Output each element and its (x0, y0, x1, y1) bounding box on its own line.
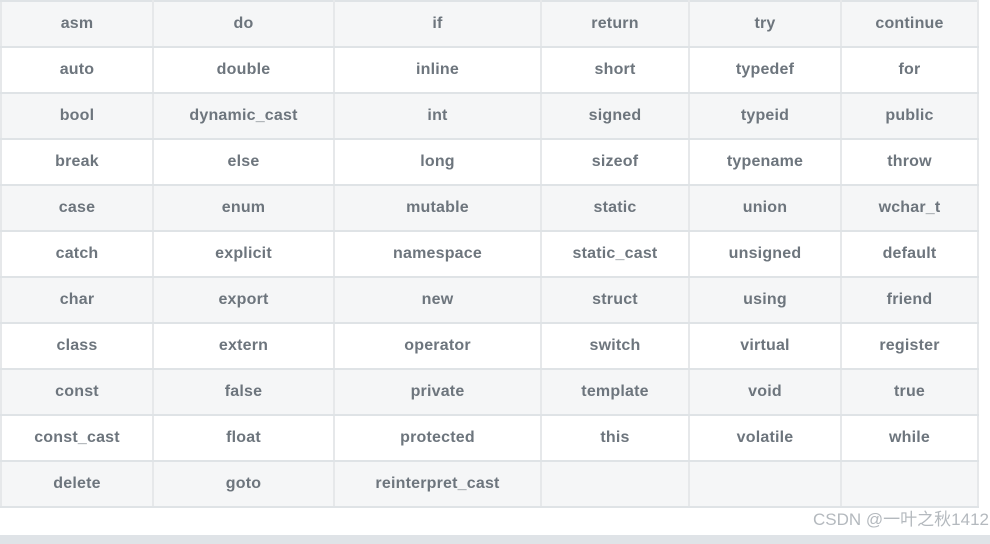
keyword-cell: goto (152, 460, 335, 508)
keyword-cell: sizeof (540, 138, 690, 186)
keyword-cell: case (0, 184, 154, 232)
watermark: CSDN @一叶之秋1412 (813, 510, 989, 529)
keyword-cell: typedef (688, 46, 842, 94)
keyword-cell: delete (0, 460, 154, 508)
keyword-cell: void (688, 368, 842, 416)
keyword-cell: typeid (688, 92, 842, 140)
keyword-cell: static_cast (540, 230, 690, 278)
keyword-cell: private (333, 368, 542, 416)
keyword-cell: while (840, 414, 979, 462)
keyword-cell: register (840, 322, 979, 370)
keyword-cell: short (540, 46, 690, 94)
keyword-cell: export (152, 276, 335, 324)
keyword-cell: extern (152, 322, 335, 370)
keyword-cell: long (333, 138, 542, 186)
empty-cell (688, 460, 842, 508)
keyword-cell: return (540, 0, 690, 48)
keyword-cell: reinterpret_cast (333, 460, 542, 508)
keyword-cell: const (0, 368, 154, 416)
keyword-cell: else (152, 138, 335, 186)
keyword-cell: float (152, 414, 335, 462)
keyword-cell: namespace (333, 230, 542, 278)
keyword-cell: static (540, 184, 690, 232)
keyword-cell: signed (540, 92, 690, 140)
keyword-cell: default (840, 230, 979, 278)
keyword-cell: operator (333, 322, 542, 370)
empty-cell (840, 460, 979, 508)
keyword-cell: try (688, 0, 842, 48)
keyword-cell: switch (540, 322, 690, 370)
keyword-cell: int (333, 92, 542, 140)
horizontal-scrollbar-track[interactable] (0, 535, 990, 544)
keyword-cell: public (840, 92, 979, 140)
keyword-cell: class (0, 322, 154, 370)
keyword-cell: do (152, 0, 335, 48)
keyword-cell: enum (152, 184, 335, 232)
keyword-cell: struct (540, 276, 690, 324)
keyword-cell: friend (840, 276, 979, 324)
keyword-cell: auto (0, 46, 154, 94)
keyword-cell: using (688, 276, 842, 324)
keyword-cell: true (840, 368, 979, 416)
keyword-cell: const_cast (0, 414, 154, 462)
keyword-cell: false (152, 368, 335, 416)
keyword-cell: for (840, 46, 979, 94)
keyword-cell: typename (688, 138, 842, 186)
empty-cell (540, 460, 690, 508)
keyword-cell: char (0, 276, 154, 324)
keyword-cell: inline (333, 46, 542, 94)
keyword-cell: break (0, 138, 154, 186)
keyword-cell: dynamic_cast (152, 92, 335, 140)
keyword-cell: throw (840, 138, 979, 186)
keyword-cell: template (540, 368, 690, 416)
keyword-cell: wchar_t (840, 184, 979, 232)
keyword-cell: bool (0, 92, 154, 140)
keyword-cell: explicit (152, 230, 335, 278)
keyword-cell: union (688, 184, 842, 232)
keyword-cell: asm (0, 0, 154, 48)
keyword-cell: mutable (333, 184, 542, 232)
keyword-cell: virtual (688, 322, 842, 370)
keyword-cell: protected (333, 414, 542, 462)
keyword-cell: volatile (688, 414, 842, 462)
keyword-cell: new (333, 276, 542, 324)
keyword-cell: unsigned (688, 230, 842, 278)
keyword-cell: if (333, 0, 542, 48)
keyword-cell: this (540, 414, 690, 462)
keyword-cell: double (152, 46, 335, 94)
keyword-cell: catch (0, 230, 154, 278)
keyword-cell: continue (840, 0, 979, 48)
